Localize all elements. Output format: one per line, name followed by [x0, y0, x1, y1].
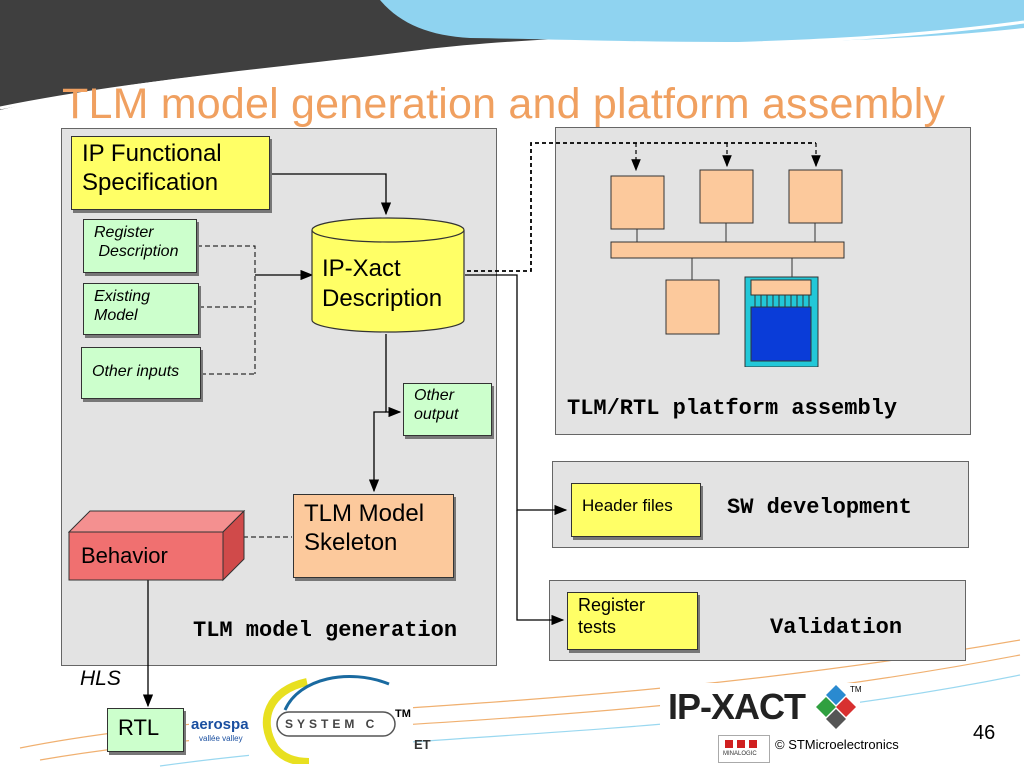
- systemc-logo: SYSTEM C TM: [249, 670, 413, 764]
- systemc-tm: TM: [395, 708, 411, 720]
- top-blue-wave: [380, 0, 1024, 42]
- slide-title: TLM model generation and platform assemb…: [62, 80, 946, 128]
- existing-model-note: Existing Model: [83, 283, 199, 335]
- aerospace-valley-logo: aerospac vallée valley: [189, 706, 249, 754]
- aerospace-logo-text: aerospac: [191, 716, 249, 733]
- behavior-block: [68, 510, 246, 582]
- top-white-curve: [0, 20, 1024, 110]
- inputs-dashed-lines: [197, 245, 256, 375]
- other-inputs-note: Other inputs: [81, 347, 201, 399]
- header-files-note: Header files: [571, 483, 701, 537]
- ipxact-to-register-tests-arrow: [516, 510, 565, 626]
- minalogic-text: MINALOGIC: [723, 751, 757, 757]
- platform-feed-dashed: [467, 142, 816, 272]
- systemc-logo-text: SYSTEM C: [285, 717, 379, 731]
- hls-label: HLS: [80, 667, 121, 690]
- ipxact-to-skeleton-arrow: [368, 411, 386, 493]
- ipxact-to-other-output-arrow: [385, 334, 402, 418]
- register-tests-note: Register tests: [567, 592, 698, 650]
- ip-xact-tm: TM: [850, 685, 862, 694]
- ip-xact-logo-text: IP-XACT: [668, 686, 806, 727]
- minalogic-square-2: [737, 740, 745, 748]
- spec-to-ipxact-arrow: [270, 173, 392, 216]
- generated-ip-core: [750, 306, 812, 362]
- et-logo-fragment: ET: [414, 737, 431, 752]
- systemc-swoosh-icon: [262, 675, 396, 764]
- platform-assembly-caption: TLM/RTL platform assembly: [567, 396, 898, 421]
- rtl-box: RTL: [107, 708, 184, 752]
- platform-block-3: [788, 169, 843, 224]
- minalogic-logo: MINALOGIC: [718, 735, 770, 763]
- minalogic-square-3: [749, 740, 757, 748]
- minalogic-square-1: [725, 740, 733, 748]
- sw-development-caption: SW development: [727, 495, 912, 520]
- register-description-note: Register Description: [83, 219, 197, 273]
- tlm-model-generation-caption: TLM model generation: [193, 618, 458, 643]
- platform-block-1: [610, 175, 665, 230]
- validation-caption: Validation: [770, 615, 903, 640]
- copyright-text: © STMicroelectronics: [775, 737, 899, 752]
- platform-bus: [610, 241, 845, 259]
- ip-xact-diamond-icon: [816, 685, 856, 729]
- ip-xact-cylinder: [311, 217, 465, 333]
- other-output-note: Other output: [403, 383, 492, 436]
- platform-block-4: [665, 279, 720, 335]
- platform-block-2: [699, 169, 754, 224]
- aerospace-logo-subtext: vallée valley: [199, 734, 243, 743]
- tlm-model-skeleton-note: TLM Model Skeleton: [293, 494, 454, 578]
- page-number: 46: [973, 722, 996, 744]
- ipxact-to-header-files-arrow: [465, 274, 568, 516]
- ip-functional-spec-note: IP Functional Specification: [71, 136, 270, 210]
- platform-diagram: [610, 169, 845, 367]
- ip-xact-logo: IP-XACT TM: [660, 683, 862, 733]
- ip-xact-description-label: IP-Xact Description: [322, 255, 443, 312]
- behavior-label: Behavior: [81, 543, 168, 568]
